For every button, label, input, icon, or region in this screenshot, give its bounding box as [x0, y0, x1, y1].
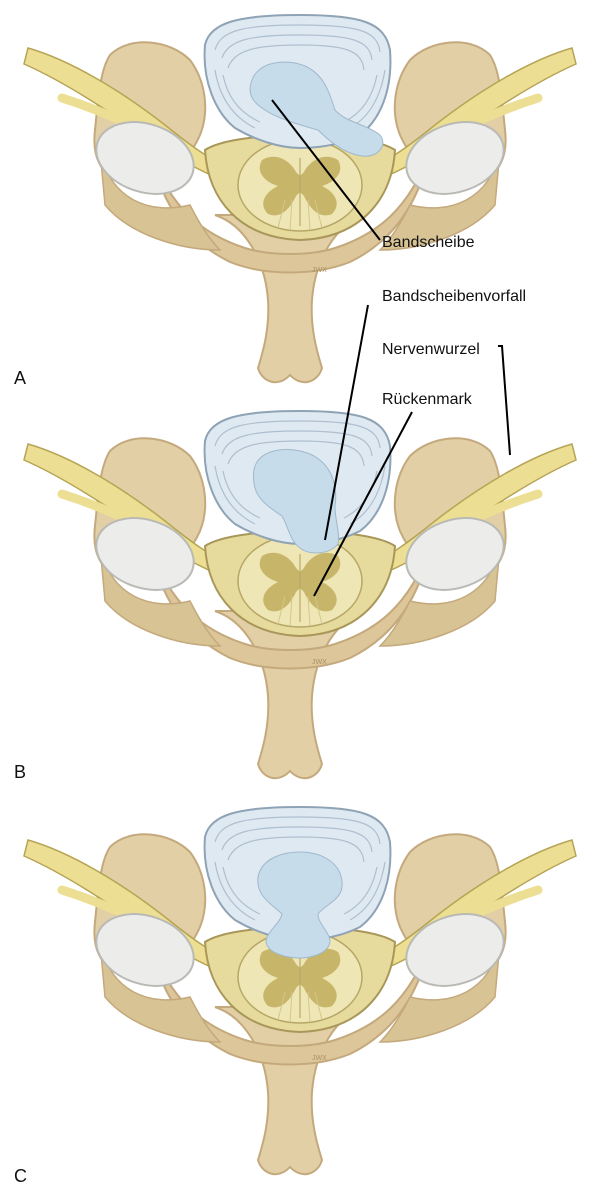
- signature-a: JWX: [312, 267, 327, 274]
- label-nervenwurzel: Nervenwurzel: [382, 341, 480, 358]
- leader-nervenwurzel: [498, 345, 511, 456]
- label-bandscheibe: Bandscheibe: [382, 234, 475, 251]
- signature-b: JWX: [312, 659, 327, 666]
- leader-lines: [271, 99, 511, 597]
- leader-rueckenmark: [313, 411, 413, 597]
- panel-a: A JWX: [14, 14, 576, 388]
- leader-bandscheibe: [271, 99, 381, 241]
- panel-letter-b: B: [14, 762, 26, 782]
- nucleus-pulposus: [249, 61, 384, 157]
- panel-letter-c: C: [14, 1166, 27, 1186]
- label-bandscheibenvorfall: Bandscheibenvorfall: [382, 288, 526, 305]
- nucleus-pulposus: [257, 851, 343, 959]
- panel-letter-a: A: [14, 368, 26, 388]
- leader-bandscheibenvorfall: [324, 304, 369, 541]
- nucleus-pulposus: [253, 449, 339, 554]
- panel-b: B JWX: [14, 410, 576, 782]
- panel-c: C JWX: [14, 806, 576, 1186]
- signature-c: JWX: [312, 1055, 327, 1062]
- label-rueckenmark: Rückenmark: [382, 391, 473, 408]
